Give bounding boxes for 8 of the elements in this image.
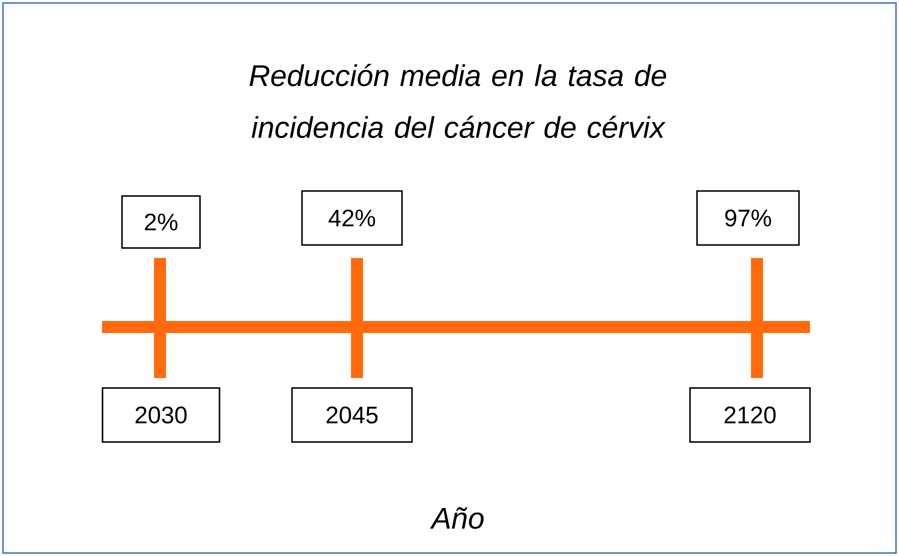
value-box: 2120 [689,387,811,443]
value-box: 2030 [102,387,220,443]
value-box: 2% [121,195,201,249]
value-box: 97% [696,190,800,246]
value-box: 42% [301,190,403,246]
title: Reducción media en la tasa de incidencia del cáncer de cérvix [250,64,666,138]
axis-label: Año [430,507,484,529]
value-box: 2045 [291,387,413,443]
